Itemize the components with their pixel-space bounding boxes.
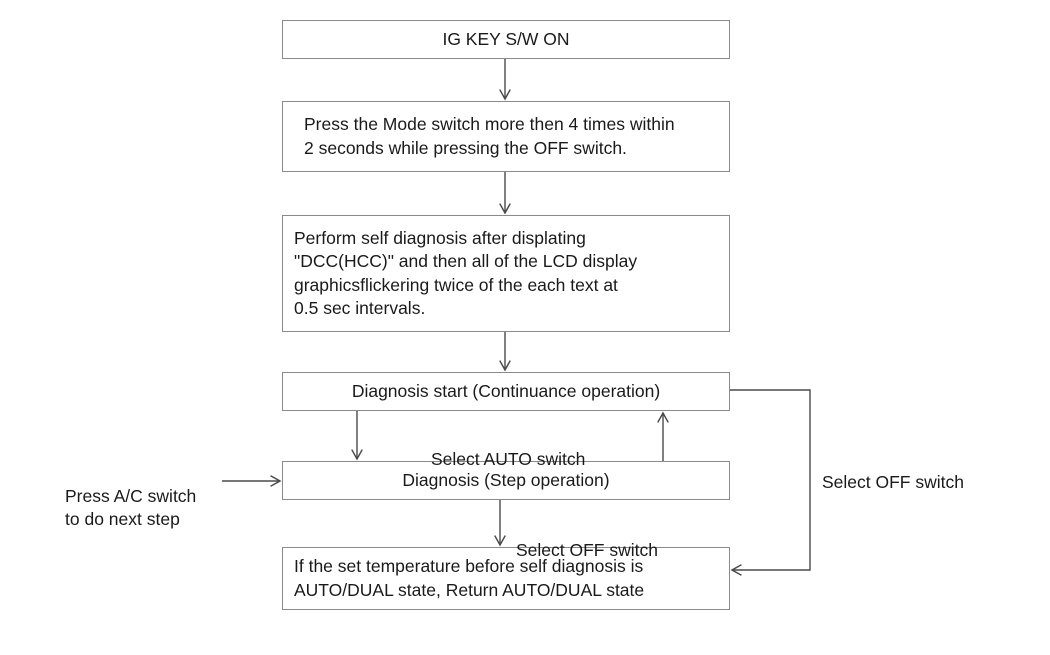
node-ig-key-switch-on: IG KEY S/W ON: [282, 20, 730, 59]
edge-label-text: Press A/C switch to do next step: [65, 485, 197, 529]
node-perform-self-diagnosis: Perform self diagnosis after displating …: [282, 215, 730, 332]
node-label: Diagnosis start (Continuance operation): [351, 380, 661, 401]
edge-label-select-auto-switch: Select AUTO switch: [431, 425, 585, 471]
node-label: Perform self diagnosis after displating …: [294, 228, 638, 318]
edge-label-text: Select OFF switch: [516, 539, 658, 560]
edge-label-text: Select AUTO switch: [431, 448, 586, 469]
node-press-mode-switch: Press the Mode switch more then 4 times …: [282, 101, 730, 172]
edge-label-select-off-switch-middle: Select OFF switch: [516, 516, 658, 562]
edge-start-to-return-right: [730, 389, 811, 576]
edge-label-press-ac-switch: Press A/C switch to do next step: [65, 462, 196, 530]
node-label: Press the Mode switch more then 4 times …: [304, 114, 675, 158]
node-label: If the set temperature before self diagn…: [294, 556, 645, 600]
node-label: IG KEY S/W ON: [442, 28, 570, 49]
edge-label-text: Select OFF switch: [822, 471, 964, 492]
node-diagnosis-start: Diagnosis start (Continuance operation): [282, 372, 730, 411]
edge-label-select-off-switch-right: Select OFF switch: [822, 448, 964, 494]
node-diagnosis-step: Diagnosis (Step operation): [282, 461, 730, 500]
node-label: Diagnosis (Step operation): [402, 469, 610, 490]
node-return-auto-dual-state: If the set temperature before self diagn…: [282, 547, 730, 610]
